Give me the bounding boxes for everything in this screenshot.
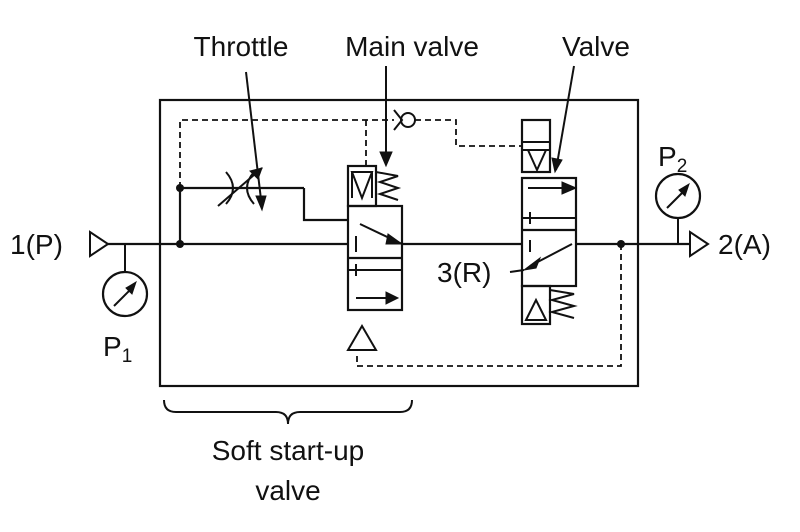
port-p-triangle — [89, 230, 110, 258]
main-valve-leader-arrow — [379, 151, 393, 168]
gauge-p1-label: P1 — [103, 331, 132, 367]
bracket-label-line1: Soft start-up — [212, 435, 365, 466]
valve-label: Valve — [562, 31, 630, 62]
main-valve-symbol — [346, 164, 404, 351]
valve-leader — [555, 65, 575, 171]
exhaust-leader — [509, 269, 525, 273]
gauge-p1-icon — [101, 270, 149, 318]
throttle-leader-arrow — [255, 195, 267, 212]
pilot-line-top — [179, 119, 394, 188]
valve-symbol — [520, 118, 578, 326]
pilot-line-bottom — [356, 244, 622, 367]
valve-leader-arrow — [551, 157, 563, 174]
soft-start-bracket — [163, 399, 413, 425]
throttle-label: Throttle — [194, 31, 289, 62]
main-valve-label: Main valve — [345, 31, 479, 62]
port-r-label: 3(R) — [437, 257, 491, 288]
throttle-leader — [245, 71, 263, 209]
gauge-p2-label: P2 — [658, 141, 687, 177]
gauge-p2-icon — [654, 172, 702, 220]
check-valve-icon — [393, 109, 416, 131]
bracket-label-line2: valve — [255, 475, 320, 506]
port-a-triangle — [689, 230, 710, 258]
pilot-line-to-valve — [415, 119, 522, 147]
port-a-label: 2(A) — [718, 229, 771, 260]
port-p-label: 1(P) — [10, 229, 63, 260]
bypass-to-main-valve — [302, 188, 348, 222]
